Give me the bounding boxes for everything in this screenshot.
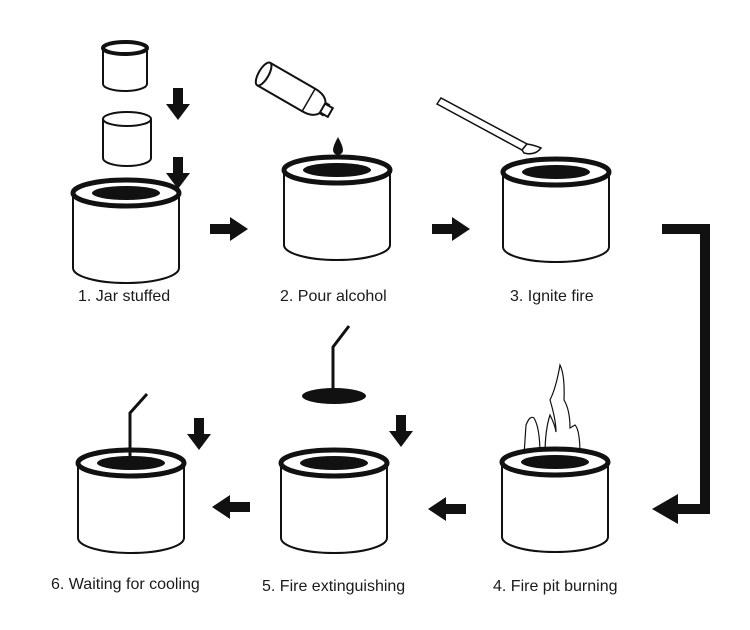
jar-icon xyxy=(73,180,179,283)
step-1-illustration xyxy=(73,40,190,283)
small-cup-middle-icon xyxy=(102,111,152,167)
step-2-illustration xyxy=(254,61,390,260)
snuffer-handle-icon xyxy=(128,392,149,458)
flame-icon xyxy=(523,363,581,456)
step-1-label: 1. Jar stuffed xyxy=(78,288,171,305)
step-6-label: 6. Waiting for cooling xyxy=(51,576,200,593)
bottle-icon xyxy=(254,61,335,119)
down-arrow-icon xyxy=(187,418,211,450)
arrow-left-icon xyxy=(212,495,250,519)
jar-icon xyxy=(503,159,609,262)
down-arrow-icon xyxy=(166,88,190,120)
jar-icon xyxy=(502,449,608,552)
step-6-illustration xyxy=(78,392,211,553)
lighter-stick-icon xyxy=(435,97,543,155)
arrow-left-icon xyxy=(428,497,466,521)
step-5-illustration xyxy=(281,325,413,553)
arrow-right-icon xyxy=(432,217,470,241)
step-4-label: 4. Fire pit burning xyxy=(493,578,618,595)
jar-icon xyxy=(78,450,184,553)
step-3-label: 3. Ignite fire xyxy=(510,288,594,305)
step-3-illustration xyxy=(435,97,609,262)
snuffer-lid-icon xyxy=(302,325,366,404)
arrow-right-icon xyxy=(210,217,248,241)
down-arrow-icon xyxy=(389,415,413,447)
jar-icon xyxy=(281,450,387,553)
alcohol-drop-icon xyxy=(333,137,343,155)
elbow-arrow-down-left-icon xyxy=(652,224,710,524)
step-2-label: 2. Pour alcohol xyxy=(280,288,387,305)
step-5-label: 5. Fire extinguishing xyxy=(262,578,406,595)
small-cup-top-icon xyxy=(101,40,149,92)
step-4-illustration xyxy=(502,363,608,552)
jar-icon xyxy=(284,157,390,260)
